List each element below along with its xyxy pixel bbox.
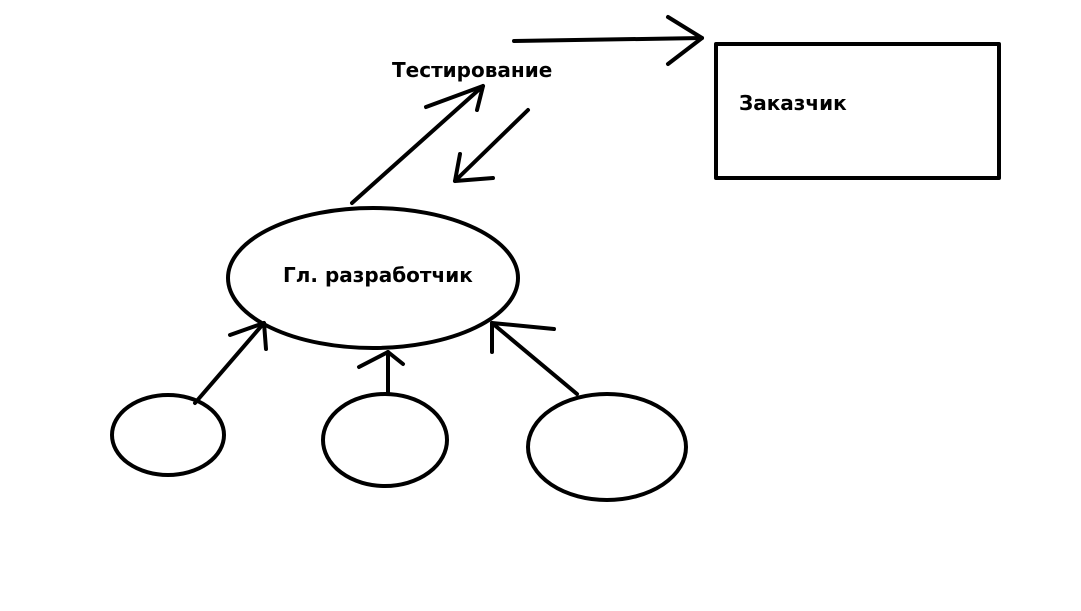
arrow-testing-to-lead-developer <box>453 108 530 183</box>
lead-developer-node <box>226 206 520 350</box>
developer-node-2 <box>321 392 449 488</box>
lead-developer-label: Гл. разработчик <box>283 263 473 287</box>
testing-label: Тестирование <box>392 58 552 82</box>
developer-node-1 <box>110 393 226 477</box>
arrow-developer-2-to-lead-developer <box>357 350 405 395</box>
customer-box <box>714 42 1001 180</box>
developer-node-3 <box>526 392 688 502</box>
customer-label: Заказчик <box>739 91 847 115</box>
arrow-lead-developer-to-testing <box>350 84 485 205</box>
arrow-developer-1-to-lead-developer <box>193 321 268 405</box>
arrow-developer-3-to-lead-developer <box>490 321 579 396</box>
arrow-testing-to-customer <box>512 15 704 66</box>
